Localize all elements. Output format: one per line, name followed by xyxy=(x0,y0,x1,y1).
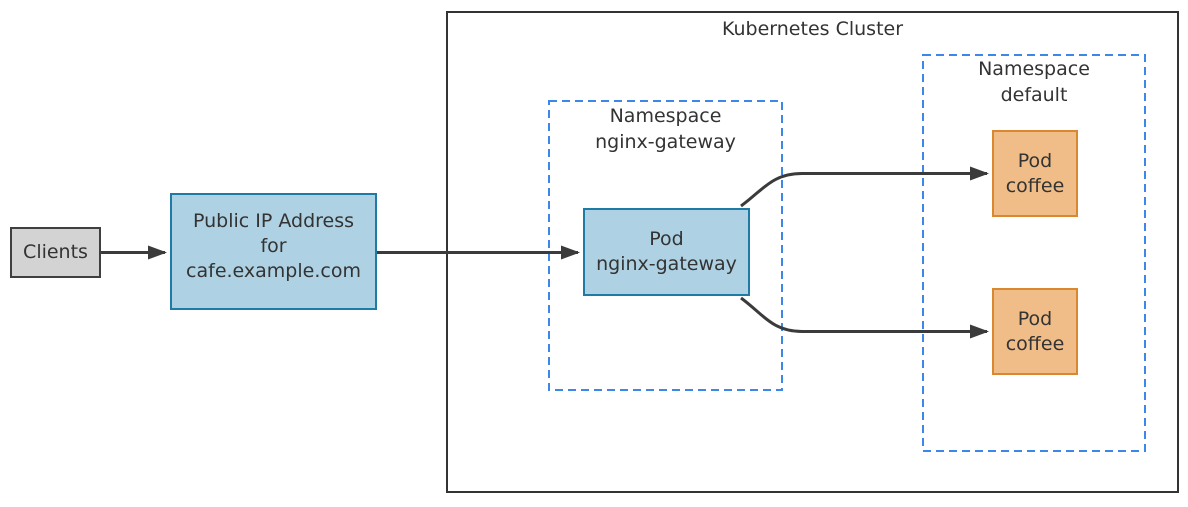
arrow-gateway-to-coffee-2 xyxy=(740,296,989,339)
cluster-title: Kubernetes Cluster xyxy=(721,18,904,40)
pod-coffee-node-1: Pod coffee xyxy=(992,130,1078,217)
pod-coffee-node-2: Pod coffee xyxy=(992,288,1078,375)
namespace-nginx-gateway-label: Namespace nginx-gateway xyxy=(595,105,736,153)
public-ip-node: Public IP Address for cafe.example.com xyxy=(170,193,377,310)
namespace-default-boundary xyxy=(922,54,1146,452)
namespace-nginx-gateway-boundary xyxy=(548,100,783,391)
arrow-gateway-to-coffee-1 xyxy=(740,166,989,208)
pod-nginx-gateway-node: Pod nginx-gateway xyxy=(583,208,750,296)
namespace-default-label: Namespace default xyxy=(978,58,1090,106)
clients-node: Clients xyxy=(10,227,101,278)
